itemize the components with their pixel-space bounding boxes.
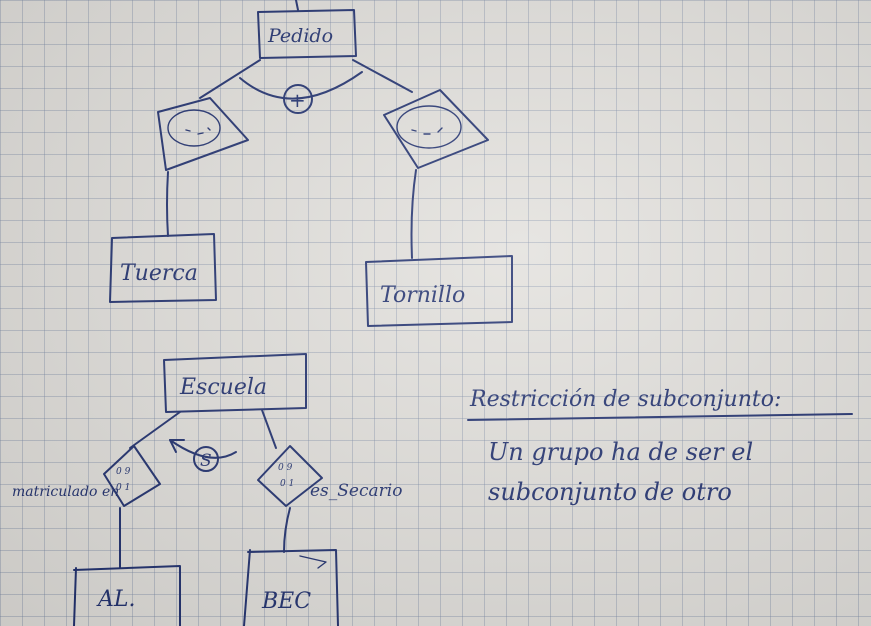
entity-tuerca-label: Tuerca [120, 261, 198, 286]
card-secario-top: 0 9 [278, 463, 293, 473]
connector-lines-subclasses [166, 169, 417, 259]
constraint-symbol: + [289, 88, 306, 112]
label-matriculado: matriculado en [12, 484, 119, 500]
subset-constraint-symbol: S [200, 451, 212, 471]
note-title: Restricción de subconjunto: [469, 387, 781, 412]
subset-constraint-arrow: S [169, 439, 237, 472]
subset-constraint-circle [193, 446, 219, 472]
connector-lines-bottom [129, 409, 277, 449]
entity-tornillo-label: Tornillo [380, 283, 465, 308]
note-body-line2: subconjunto de otro [488, 478, 732, 506]
relationship-diamond-right [383, 89, 489, 169]
entity-tuerca: Tuerca [109, 233, 217, 303]
note-body-line1: Un grupo ha de ser el [488, 438, 753, 466]
entity-pedido: Pedido [257, 0, 357, 59]
entity-bec-label: BEC [261, 589, 311, 614]
entity-bec: BEC [243, 549, 339, 626]
relationship-matriculado: 0 9 0 1 matriculado en [12, 445, 161, 507]
label-es-secario: es_Secario [310, 481, 402, 501]
card-matriculado-bottom: 0 1 [116, 483, 130, 493]
entity-pedido-label: Pedido [267, 25, 333, 47]
entity-escuela: Escuela [163, 353, 307, 413]
entity-al-label: AL. [96, 587, 136, 612]
entity-al: AL. [73, 565, 181, 626]
constraint-circle [283, 84, 313, 114]
entity-tornillo: Tornillo [365, 255, 513, 327]
exclusive-constraint-arc: + [239, 71, 363, 114]
relationship-diamond-left [157, 97, 249, 171]
connector-lines-bottom-entities [119, 507, 291, 569]
card-matriculado-top: 0 9 [116, 467, 131, 477]
entity-escuela-label: Escuela [179, 375, 267, 400]
connector-lines-top [199, 59, 413, 99]
relationship-es-secario: 0 9 0 1 es_Secario [257, 445, 402, 507]
card-secario-bottom: 0 1 [280, 479, 294, 489]
note-block: Restricción de subconjunto: Un grupo ha … [467, 387, 853, 506]
